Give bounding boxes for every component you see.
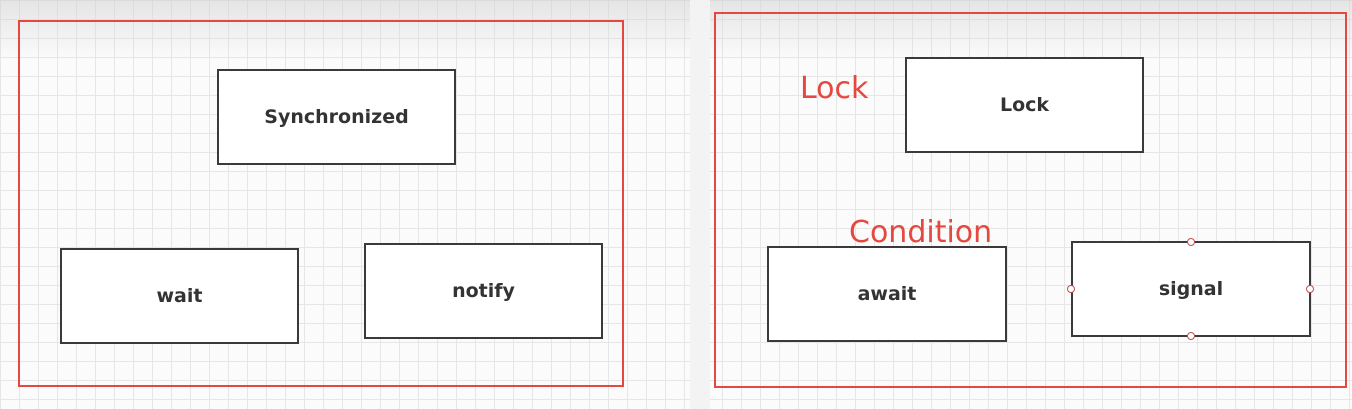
wait-box[interactable]: wait — [60, 248, 299, 344]
wait-label: wait — [156, 285, 203, 307]
right-frame — [714, 12, 1347, 388]
left-frame — [18, 20, 624, 387]
notify-box[interactable]: notify — [364, 243, 603, 339]
await-box[interactable]: await — [767, 246, 1007, 342]
notify-label: notify — [452, 280, 515, 302]
resize-handle-top[interactable] — [1187, 238, 1195, 246]
resize-handle-bottom[interactable] — [1187, 332, 1195, 340]
lock-box-label: Lock — [999, 94, 1050, 116]
panel-divider — [690, 0, 710, 409]
resize-handle-right[interactable] — [1306, 285, 1314, 293]
lock-box[interactable]: Lock — [905, 57, 1144, 153]
condition-annotation: Condition — [849, 215, 993, 250]
resize-handle-left[interactable] — [1067, 285, 1075, 293]
signal-box[interactable]: signal — [1071, 241, 1311, 337]
await-label: await — [857, 283, 917, 305]
synchronized-box[interactable]: Synchronized — [217, 69, 456, 165]
synchronized-label: Synchronized — [264, 106, 409, 128]
lock-annotation: Lock — [800, 71, 869, 106]
signal-label: signal — [1158, 278, 1224, 300]
